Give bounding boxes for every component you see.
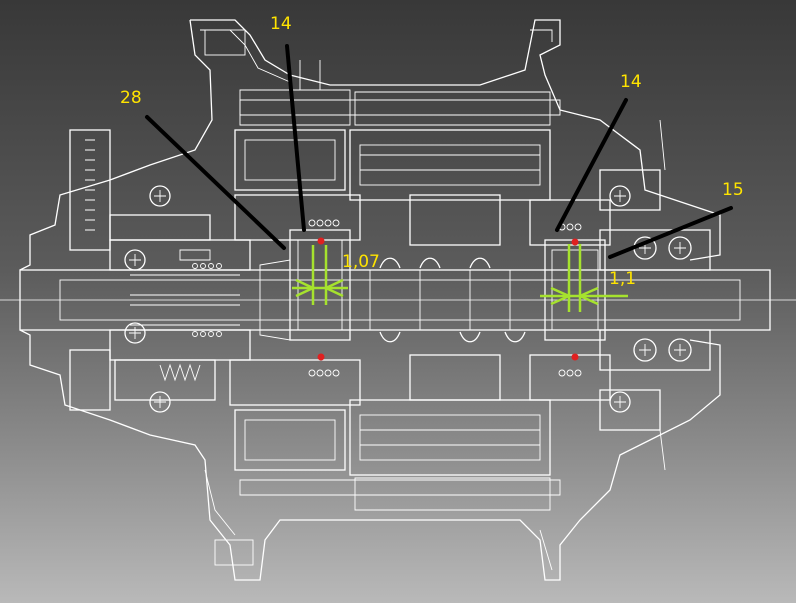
right-end-assembly bbox=[544, 119, 711, 471]
leader-line-15 bbox=[608, 206, 733, 259]
dimension-marks bbox=[292, 244, 628, 312]
upper-gears bbox=[234, 60, 611, 246]
marker-dot bbox=[317, 353, 325, 361]
spring-coils bbox=[192, 219, 582, 377]
main-shaft bbox=[19, 257, 771, 343]
bearing bbox=[149, 391, 171, 413]
bearing bbox=[668, 236, 692, 260]
bearing bbox=[124, 322, 146, 344]
housing-outline bbox=[19, 19, 721, 581]
bearing bbox=[609, 185, 631, 207]
leader-line-14-right bbox=[555, 98, 628, 232]
dimension-label-right: 1,1 bbox=[609, 269, 637, 289]
dimension-left bbox=[292, 245, 348, 305]
dimension-right bbox=[540, 244, 628, 312]
marker-dots bbox=[317, 237, 579, 361]
marker-dot bbox=[571, 238, 579, 246]
callout-label-28: 28 bbox=[120, 88, 142, 108]
marker-dot bbox=[571, 353, 579, 361]
left-end-assembly bbox=[69, 129, 251, 411]
bearing bbox=[124, 249, 146, 271]
callout-label-14-right: 14 bbox=[620, 72, 642, 92]
marker-dot bbox=[317, 237, 325, 245]
leader-line-14-left bbox=[285, 44, 306, 232]
callout-label-15: 15 bbox=[722, 180, 744, 200]
leader-lines bbox=[145, 44, 733, 259]
bearing bbox=[633, 338, 657, 362]
dimension-label-left: 1,07 bbox=[342, 252, 380, 272]
leader-line-28 bbox=[145, 115, 286, 250]
lower-gears bbox=[229, 354, 611, 511]
callout-label-14-left: 14 bbox=[270, 14, 292, 34]
bearing bbox=[668, 338, 692, 362]
bearing bbox=[609, 391, 631, 413]
bearing bbox=[149, 185, 171, 207]
